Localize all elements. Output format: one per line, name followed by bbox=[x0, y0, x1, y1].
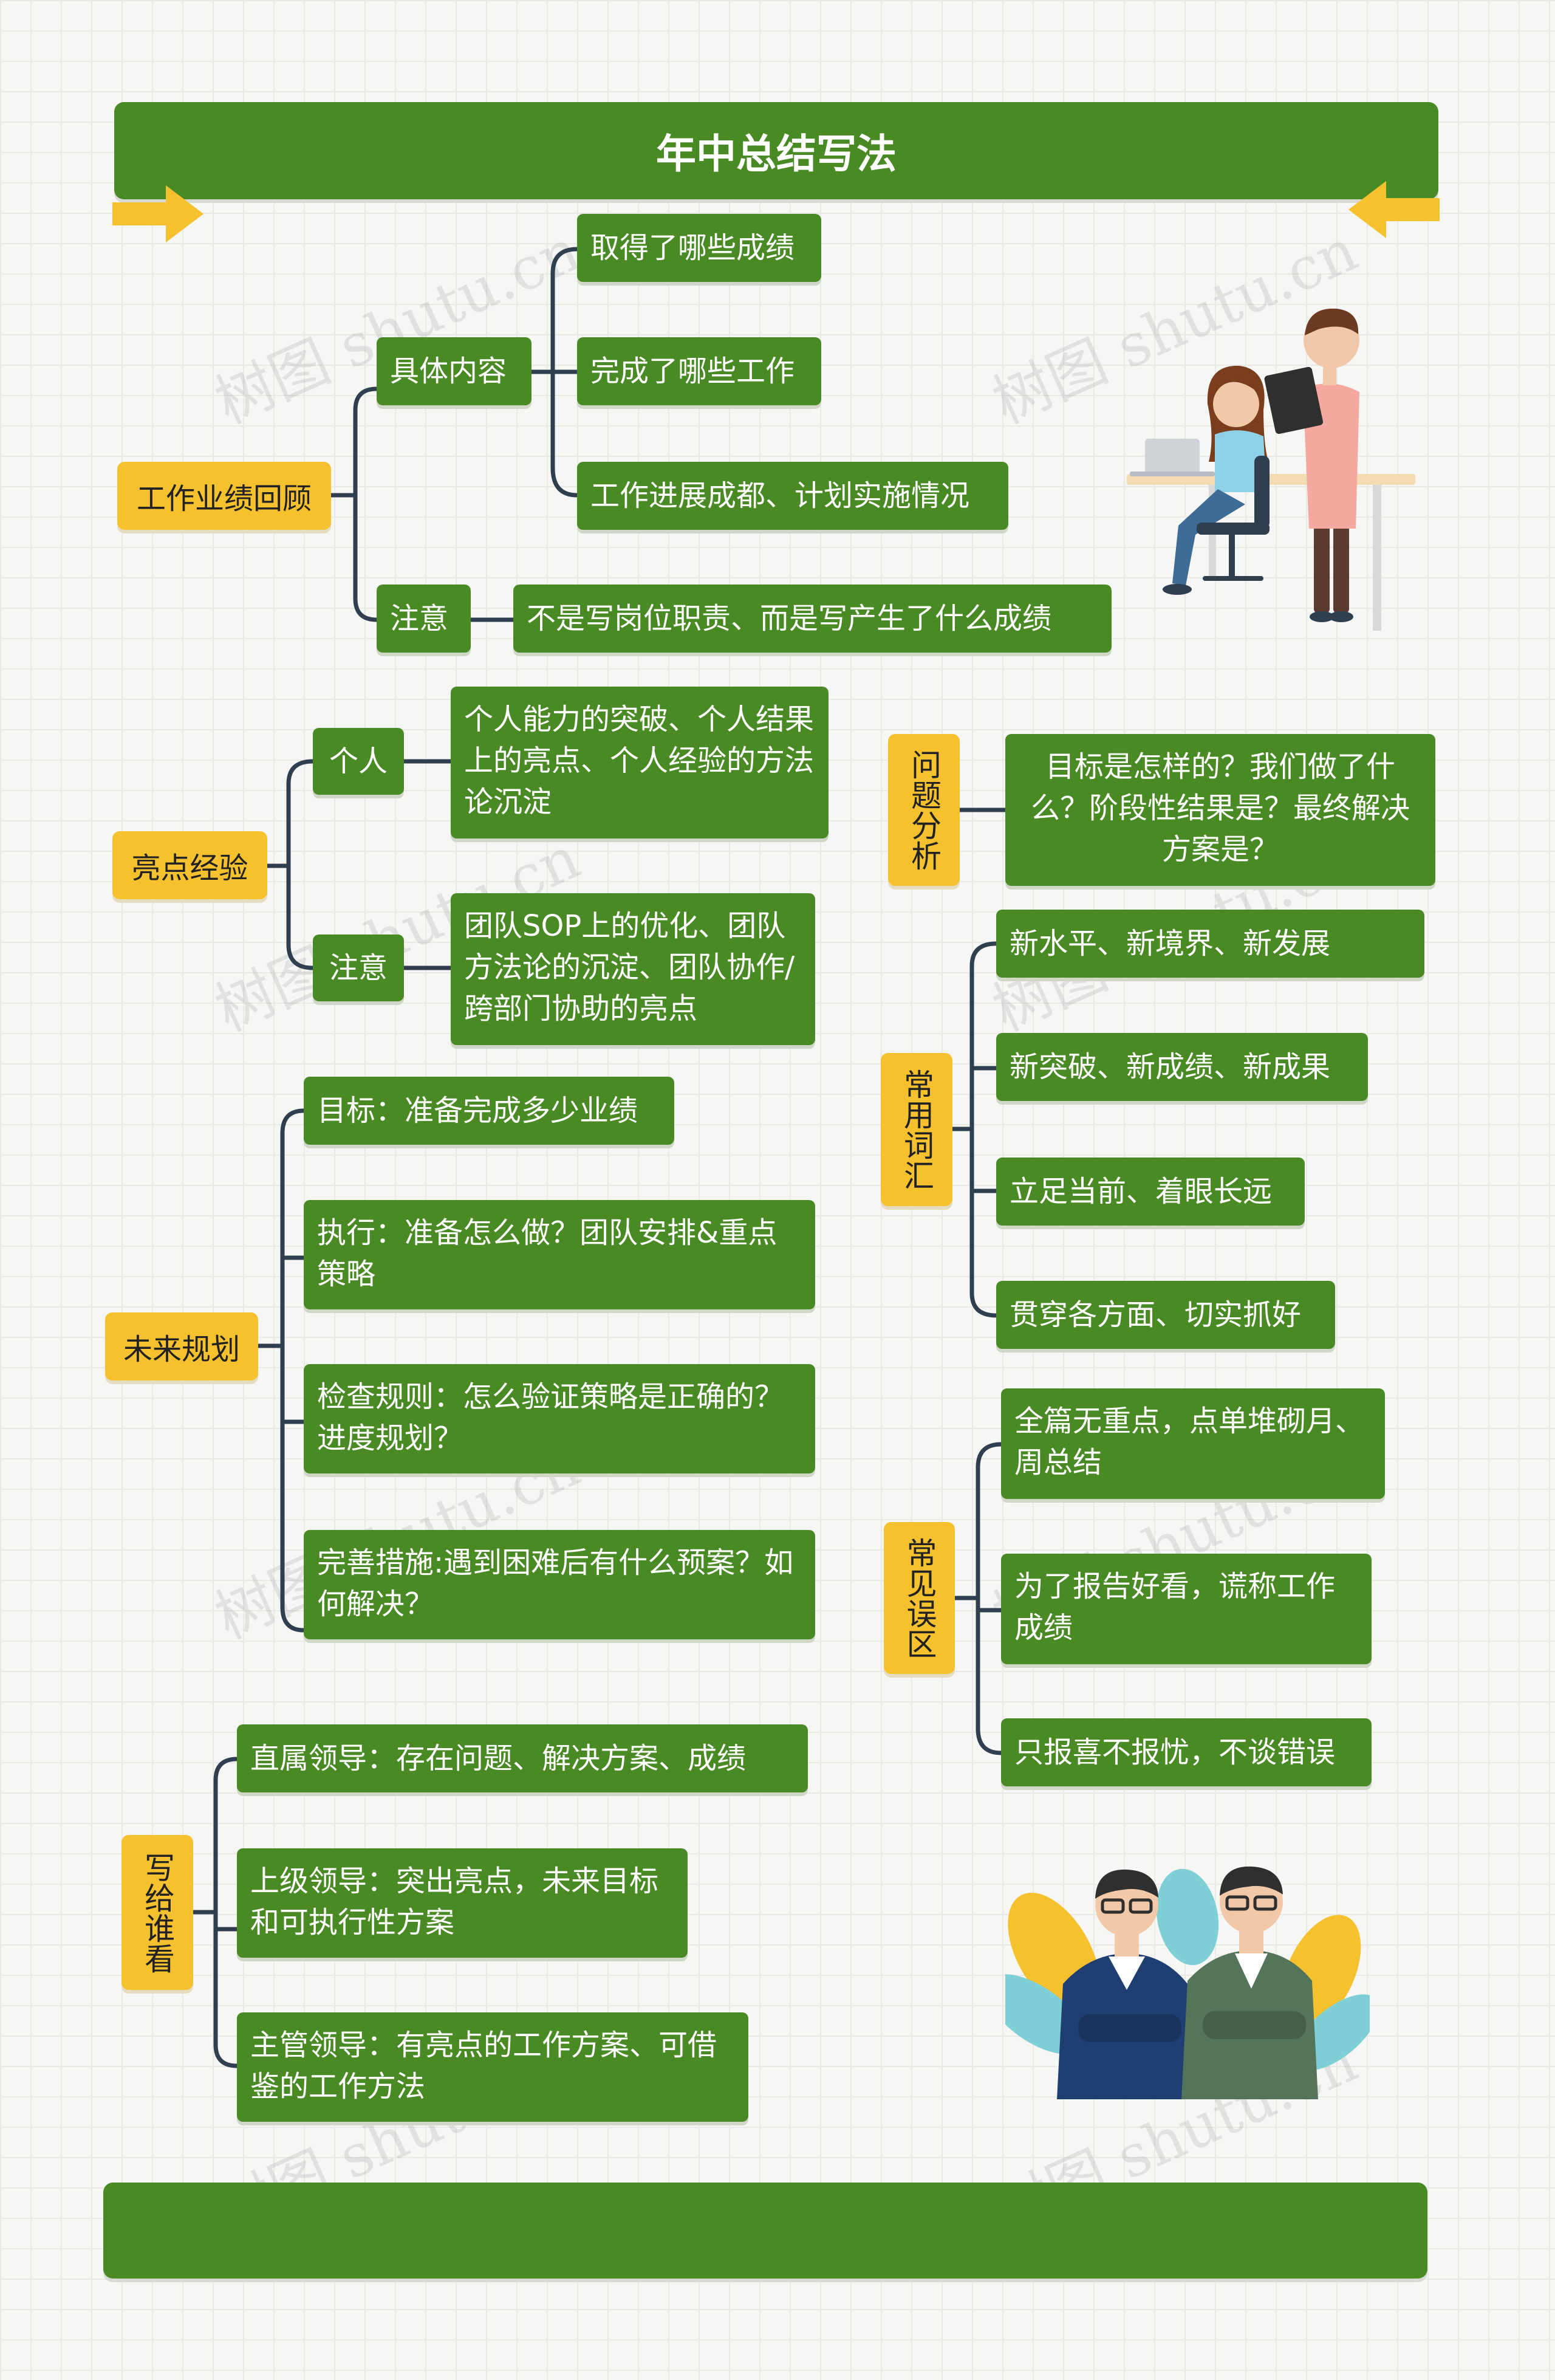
note-text: 不是写岗位职责、而是写产生了什么成绩 bbox=[513, 585, 1112, 653]
plan-item: 目标：准备完成多少业绩 bbox=[304, 1077, 674, 1145]
future-plan-node: 未来规划 bbox=[105, 1312, 258, 1380]
audience-item: 主管领导：有亮点的工作方案、可借鉴的工作方法 bbox=[237, 2012, 748, 2122]
note-node: 注意 bbox=[377, 585, 471, 653]
arrow-right-icon bbox=[112, 185, 203, 242]
pitfall-item: 只报喜不报忧，不谈错误 bbox=[1001, 1718, 1372, 1786]
audience-node: 写给谁看 bbox=[121, 1835, 193, 1990]
word-item: 新突破、新成绩、新成果 bbox=[996, 1033, 1368, 1101]
word-item: 贯穿各方面、切实抓好 bbox=[996, 1281, 1335, 1349]
content-item: 取得了哪些成绩 bbox=[577, 214, 821, 282]
pitfall-item: 为了报告好看，谎称工作成绩 bbox=[1001, 1554, 1372, 1664]
content-item: 工作进展成都、计划实施情况 bbox=[577, 462, 1008, 530]
plan-item: 执行：准备怎么做？团队安排&重点策略 bbox=[304, 1200, 815, 1309]
word-item: 新水平、新境界、新发展 bbox=[996, 910, 1424, 978]
highlights-node: 亮点经验 bbox=[112, 831, 267, 899]
audience-item: 直属领导：存在问题、解决方案、成绩 bbox=[237, 1724, 808, 1792]
footer-bar bbox=[103, 2183, 1427, 2279]
content-node: 具体内容 bbox=[377, 337, 531, 405]
word-item: 立足当前、着眼长远 bbox=[996, 1157, 1305, 1226]
pitfalls-node: 常见误区 bbox=[884, 1522, 955, 1674]
page-title: 年中总结写法 bbox=[114, 102, 1438, 199]
work-review-node: 工作业绩回顾 bbox=[117, 462, 331, 530]
pitfall-item: 全篇无重点，点单堆砌月、周总结 bbox=[1001, 1388, 1385, 1499]
personal-text: 个人能力的突破、个人结果上的亮点、个人经验的方法论沉淀 bbox=[451, 687, 829, 838]
team-note-node: 注意 bbox=[313, 935, 404, 1001]
problem-analysis-node: 问题分析 bbox=[888, 734, 960, 886]
office-workers-illustration bbox=[1127, 308, 1415, 631]
arrow-left-icon bbox=[1348, 181, 1440, 238]
common-words-node: 常用词汇 bbox=[881, 1053, 952, 1206]
audience-item: 上级领导：突出亮点，未来目标和可执行性方案 bbox=[237, 1848, 688, 1958]
problem-analysis-text: 目标是怎样的？我们做了什么？阶段性结果是？最终解决方案是？ bbox=[1005, 734, 1435, 886]
team-note-text: 团队SOP上的优化、团队方法论的沉淀、团队协作/跨部门协助的亮点 bbox=[451, 893, 815, 1045]
plan-item: 检查规则：怎么验证策略是正确的？进度规划？ bbox=[304, 1364, 815, 1473]
plan-item: 完善措施:遇到困难后有什么预案？如何解决？ bbox=[304, 1530, 815, 1639]
personal-node: 个人 bbox=[313, 728, 404, 795]
content-item: 完成了哪些工作 bbox=[577, 337, 821, 405]
businessmen-illustration bbox=[1005, 1866, 1370, 2099]
